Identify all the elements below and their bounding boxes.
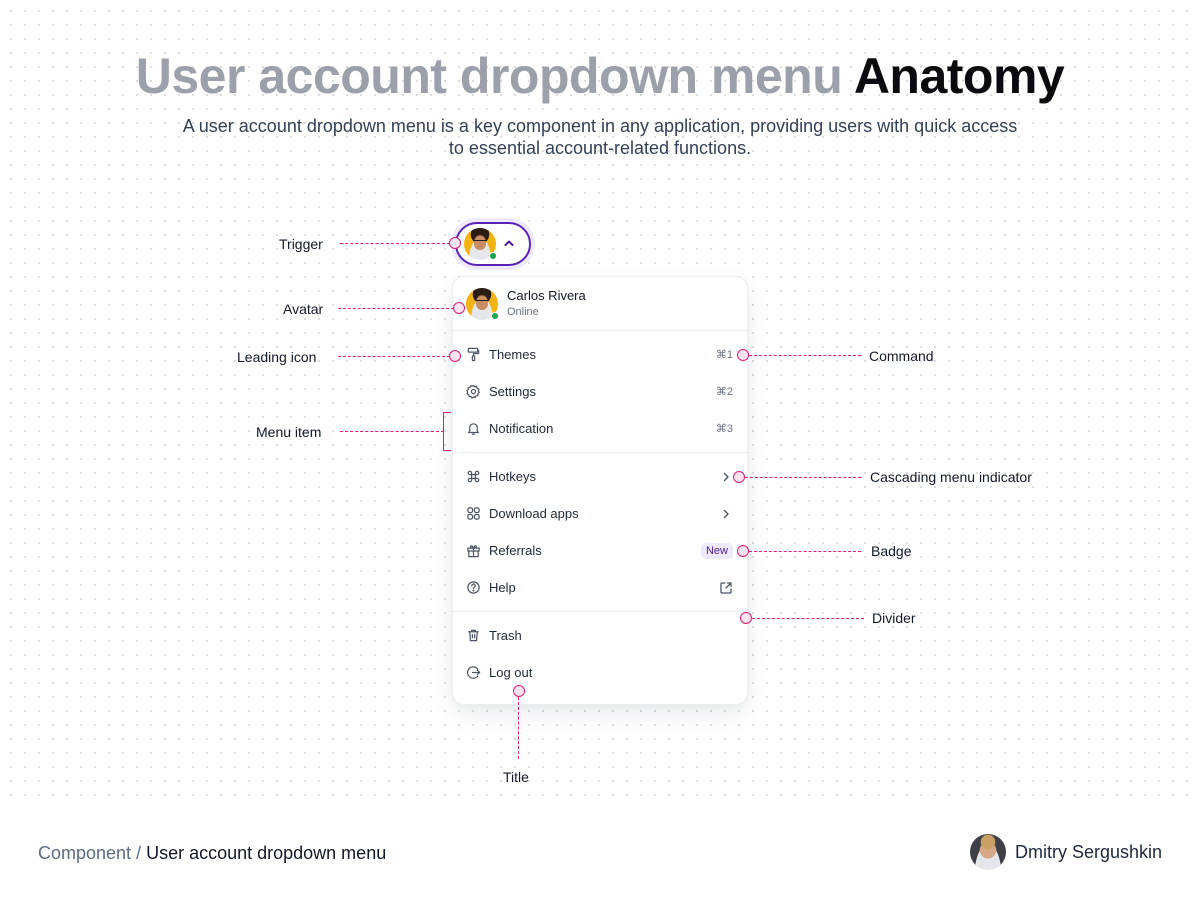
author-name: Dmitry Sergushkin xyxy=(1014,841,1162,862)
annotation-dot xyxy=(449,350,461,362)
title-muted: User account dropdown menu xyxy=(135,48,843,104)
annotation-menu-item: Menu item xyxy=(256,424,322,440)
menu-user-header[interactable]: Carlos Rivera Online xyxy=(453,277,747,331)
new-badge: New xyxy=(700,542,733,559)
breadcrumb-separator: / xyxy=(131,843,147,863)
trigger-avatar xyxy=(464,228,497,260)
account-dropdown-menu: Carlos Rivera Online Themes ⌘1 Settings … xyxy=(452,276,748,705)
online-status-dot xyxy=(491,311,499,320)
chevron-up-icon xyxy=(504,240,514,246)
annotation-dot xyxy=(513,685,525,697)
trash-icon xyxy=(466,628,481,643)
menu-avatar xyxy=(466,287,499,320)
annotation-cascading: Cascading menu indicator xyxy=(870,469,1032,485)
page-subtitle: A user account dropdown menu is a key co… xyxy=(182,116,1018,158)
menu-item-label: Settings xyxy=(489,384,536,399)
menu-item-label: Hotkeys xyxy=(489,469,536,484)
breadcrumb-current: User account dropdown menu xyxy=(146,843,387,863)
external-link-icon xyxy=(719,581,733,595)
annotation-line xyxy=(749,355,861,356)
menu-item-label: Themes xyxy=(489,347,536,362)
chevron-right-icon xyxy=(719,470,733,484)
author-avatar xyxy=(969,834,1006,870)
breadcrumb: Component / User account dropdown menu xyxy=(38,842,386,864)
annotation-trigger: Trigger xyxy=(279,236,323,252)
annotation-avatar: Avatar xyxy=(283,301,324,317)
annotation-dot xyxy=(740,612,752,624)
annotation-dot xyxy=(737,545,749,557)
shortcut-text: ⌘1 xyxy=(715,349,733,361)
annotation-dot xyxy=(733,471,745,483)
annotation-line xyxy=(745,477,861,478)
annotation-line xyxy=(338,356,450,357)
chevron-right-icon xyxy=(719,507,733,521)
grid-icon xyxy=(466,506,481,521)
menu-section-tools: Hotkeys Download apps Referrals New Help xyxy=(453,453,747,612)
annotation-line xyxy=(338,308,454,309)
menu-item-notification[interactable]: Notification ⌘3 xyxy=(453,410,747,447)
account-trigger-button[interactable] xyxy=(455,222,531,266)
annotation-leading-icon: Leading icon xyxy=(237,349,317,365)
menu-section-account: Trash Log out xyxy=(453,612,747,696)
menu-item-trash[interactable]: Trash xyxy=(453,617,747,654)
logout-icon xyxy=(466,665,481,680)
menu-item-label: Notification xyxy=(489,421,554,436)
annotation-command: Command xyxy=(869,348,934,364)
menu-item-help[interactable]: Help xyxy=(453,569,747,606)
annotation-line xyxy=(752,618,864,619)
annotation-dot xyxy=(737,349,749,361)
annotation-divider: Divider xyxy=(872,610,916,626)
avatar-face xyxy=(476,295,488,310)
menu-item-label: Help xyxy=(489,580,516,595)
menu-item-label: Download apps xyxy=(489,506,579,521)
annotation-line xyxy=(749,551,861,552)
user-info: Carlos Rivera Online xyxy=(507,288,586,319)
annotation-title: Title xyxy=(503,769,529,785)
annotation-line xyxy=(340,431,444,432)
menu-item-referrals[interactable]: Referrals New xyxy=(453,532,747,569)
menu-item-label: Log out xyxy=(489,665,533,680)
annotation-dot xyxy=(453,302,465,314)
annotation-line xyxy=(518,697,519,759)
shortcut-text: ⌘2 xyxy=(715,386,733,398)
menu-section-preferences: Themes ⌘1 Settings ⌘2 Notification ⌘3 xyxy=(453,331,747,453)
menu-item-hotkeys[interactable]: Hotkeys xyxy=(453,458,747,495)
breadcrumb-root[interactable]: Component xyxy=(38,843,132,863)
menu-item-label: Referrals xyxy=(489,543,542,558)
online-status-dot xyxy=(489,252,497,260)
gift-icon xyxy=(466,543,481,558)
author-credit: Dmitry Sergushkin xyxy=(969,834,1162,870)
command-icon xyxy=(466,469,481,484)
menu-item-settings[interactable]: Settings ⌘2 xyxy=(453,373,747,410)
avatar-glasses xyxy=(475,299,489,304)
user-status: Online xyxy=(507,306,539,318)
avatar-face xyxy=(474,236,486,250)
title-strong: Anatomy xyxy=(853,48,1065,104)
user-name: Carlos Rivera xyxy=(507,288,586,303)
annotation-line xyxy=(340,243,450,244)
help-circle-icon xyxy=(466,580,481,595)
bell-icon xyxy=(466,421,481,436)
annotation-bracket xyxy=(443,412,451,451)
gear-icon xyxy=(466,384,481,399)
annotation-badge: Badge xyxy=(871,543,912,559)
menu-item-themes[interactable]: Themes ⌘1 xyxy=(453,336,747,373)
avatar-glasses xyxy=(473,240,487,244)
page-title: User account dropdown menu Anatomy xyxy=(0,46,1200,106)
menu-item-download-apps[interactable]: Download apps xyxy=(453,495,747,532)
shortcut-text: ⌘3 xyxy=(715,423,733,435)
annotation-dot xyxy=(449,237,461,249)
menu-item-label: Trash xyxy=(489,628,522,643)
menu-item-logout[interactable]: Log out xyxy=(453,654,747,691)
paint-roller-icon xyxy=(466,347,481,362)
